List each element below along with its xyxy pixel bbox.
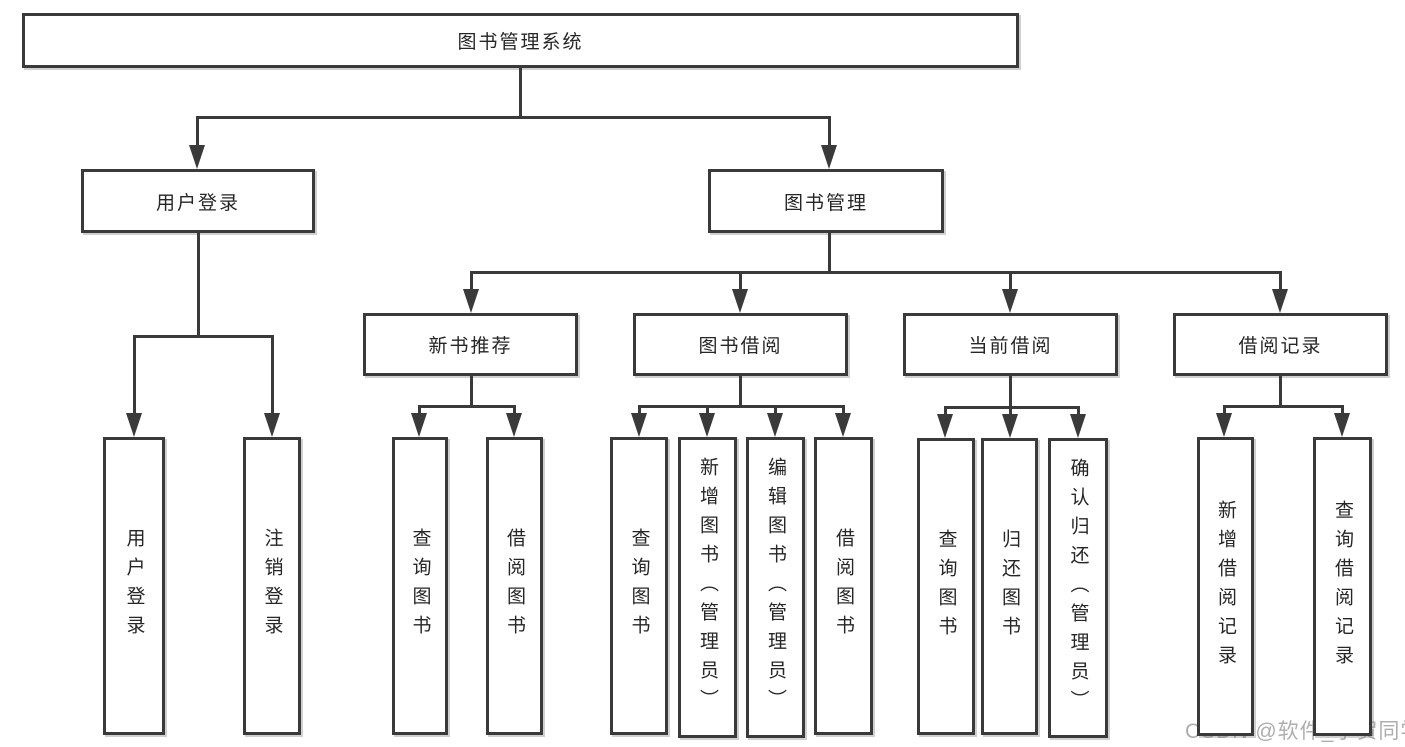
node-current-borrow: 当前借阅 (903, 313, 1118, 376)
node-leaf-return-book: 归还图书 (981, 438, 1038, 735)
book-mgmt-children-bar (469, 270, 1282, 274)
new-book-rec-children-drop-1 (512, 406, 516, 417)
book-borrow-children-drop-0 (637, 406, 641, 417)
node-label-leaf-add-book: 新增图书（管理员） (697, 457, 718, 718)
node-label-leaf-query-book-3: 查询图书 (935, 528, 957, 645)
current-borrow-children-drop-2-arrow-down-icon (1070, 414, 1086, 438)
user-login-children-stem (196, 233, 200, 336)
node-leaf-user-login: 用户登录 (103, 437, 165, 735)
borrow-records-children-bar (1222, 404, 1344, 408)
node-borrow-records: 借阅记录 (1173, 313, 1388, 376)
node-leaf-query-book-1: 查询图书 (392, 437, 448, 735)
book-mgmt-children-drop-0-arrow-down-icon (463, 289, 479, 313)
current-borrow-children-drop-0 (943, 407, 947, 418)
node-label-leaf-borrow-book-2: 借阅图书 (833, 528, 854, 644)
node-user-login-group: 用户登录 (81, 169, 315, 233)
node-leaf-query-borrow-record: 查询借阅记录 (1313, 437, 1372, 736)
new-book-rec-children-drop-1-arrow-down-icon (506, 413, 522, 437)
book-borrow-children-drop-2-arrow-down-icon (767, 413, 783, 437)
node-label-leaf-query-borrow-record: 查询借阅记录 (1332, 499, 1353, 674)
current-borrow-children-stem (1008, 376, 1012, 407)
book-mgmt-children-drop-0 (469, 272, 473, 293)
book-mgmt-children-drop-2-arrow-down-icon (1002, 289, 1018, 313)
node-label-book-mgmt-group: 图书管理 (783, 192, 868, 214)
book-borrow-children-drop-1-arrow-down-icon (699, 413, 715, 437)
user-login-children-drop-0-arrow-down-icon (126, 413, 142, 437)
new-book-rec-children-stem (469, 376, 473, 406)
current-borrow-children-drop-0-arrow-down-icon (937, 414, 953, 438)
node-book-mgmt-group: 图书管理 (708, 169, 944, 233)
node-label-leaf-query-book-2: 查询图书 (628, 528, 650, 644)
node-leaf-query-book-2: 查询图书 (610, 437, 668, 735)
root-to-level2-stem (518, 68, 522, 117)
current-borrow-children-drop-1-arrow-down-icon (1002, 414, 1018, 438)
node-leaf-borrow-book-2: 借阅图书 (814, 437, 873, 735)
current-borrow-children-bar (943, 405, 1080, 409)
node-label-root: 图书管理系统 (457, 32, 584, 53)
root-to-level2-drop-0 (195, 117, 199, 149)
root-to-level2-drop-1 (827, 117, 831, 149)
book-borrow-children-drop-1 (705, 406, 709, 417)
new-book-rec-children-drop-0 (417, 406, 421, 417)
user-login-children-bar (132, 334, 274, 338)
root-to-level2-drop-0-arrow-down-icon (189, 145, 205, 169)
current-borrow-children-drop-2 (1076, 407, 1080, 418)
current-borrow-children-drop-1 (1008, 407, 1012, 418)
book-mgmt-children-drop-1-arrow-down-icon (732, 289, 748, 313)
new-book-rec-children-bar (417, 404, 516, 408)
book-borrow-children-drop-3 (841, 406, 845, 417)
node-root: 图书管理系统 (22, 13, 1019, 68)
book-borrow-children-drop-2 (773, 406, 777, 417)
node-label-user-login-group: 用户登录 (155, 192, 240, 214)
book-mgmt-children-drop-2 (1008, 272, 1012, 293)
book-borrow-children-bar (637, 404, 845, 408)
book-mgmt-children-stem (827, 233, 831, 272)
node-label-leaf-add-borrow-record: 新增借阅记录 (1215, 499, 1236, 674)
node-label-new-book-rec: 新书推荐 (428, 336, 513, 357)
user-login-children-drop-1 (270, 336, 274, 417)
node-label-leaf-borrow-book-1: 借阅图书 (504, 528, 525, 644)
book-mgmt-children-drop-3 (1278, 272, 1282, 293)
node-label-leaf-return-book: 归还图书 (999, 528, 1020, 645)
node-leaf-query-book-3: 查询图书 (917, 438, 975, 735)
node-book-borrow: 图书借阅 (633, 313, 848, 376)
borrow-records-children-drop-1 (1340, 406, 1344, 417)
user-login-children-drop-1-arrow-down-icon (264, 413, 280, 437)
node-label-borrow-records: 借阅记录 (1238, 336, 1323, 357)
node-leaf-confirm-return: 确认归还（管理员） (1048, 438, 1108, 738)
root-to-level2-bar (195, 115, 831, 119)
book-borrow-children-stem (738, 376, 742, 406)
book-mgmt-children-drop-3-arrow-down-icon (1272, 289, 1288, 313)
node-leaf-edit-book: 编辑图书（管理员） (746, 437, 805, 738)
new-book-rec-children-drop-0-arrow-down-icon (411, 413, 427, 437)
node-leaf-add-borrow-record: 新增借阅记录 (1197, 437, 1254, 736)
borrow-records-children-drop-0-arrow-down-icon (1216, 413, 1232, 437)
node-label-book-borrow: 图书借阅 (698, 336, 783, 357)
node-leaf-add-book: 新增图书（管理员） (678, 437, 737, 738)
node-label-leaf-logout: 注销登录 (261, 528, 283, 644)
borrow-records-children-stem (1278, 376, 1282, 406)
node-label-leaf-user-login: 用户登录 (123, 528, 145, 644)
borrow-records-children-drop-0 (1222, 406, 1226, 417)
book-borrow-children-drop-0-arrow-down-icon (631, 413, 647, 437)
user-login-children-drop-0 (132, 336, 136, 417)
node-leaf-logout: 注销登录 (243, 437, 301, 735)
node-label-leaf-confirm-return: 确认归还（管理员） (1067, 457, 1089, 719)
book-borrow-children-drop-3-arrow-down-icon (835, 413, 851, 437)
node-label-leaf-query-book-1: 查询图书 (409, 528, 431, 644)
node-label-leaf-edit-book: 编辑图书（管理员） (765, 457, 786, 718)
node-label-current-borrow: 当前借阅 (968, 336, 1053, 357)
node-leaf-borrow-book-1: 借阅图书 (486, 437, 543, 735)
book-mgmt-children-drop-1 (738, 272, 742, 293)
borrow-records-children-drop-1-arrow-down-icon (1334, 413, 1350, 437)
root-to-level2-drop-1-arrow-down-icon (821, 145, 837, 169)
node-new-book-rec: 新书推荐 (363, 313, 578, 376)
